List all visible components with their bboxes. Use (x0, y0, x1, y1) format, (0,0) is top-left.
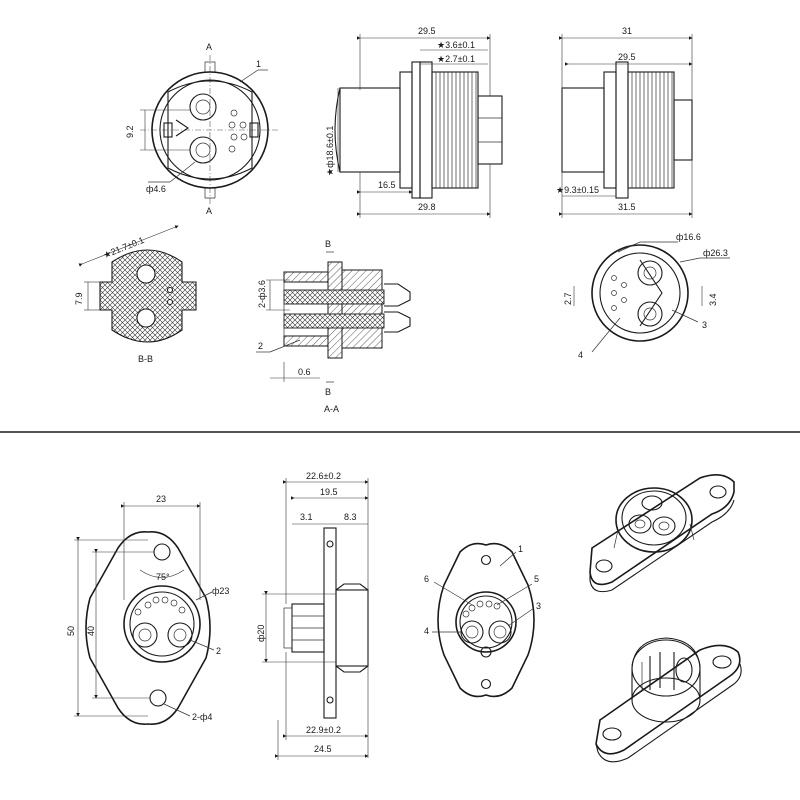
dim-star-9-3: ★9.3±0.15 (556, 185, 599, 195)
dim-24-5: 24.5 (314, 744, 332, 754)
pin-callout-view: 1 6 5 3 4 (424, 542, 541, 698)
dim-diameter-23: ф23 (212, 586, 229, 596)
dim-0-6: 0.6 (298, 367, 311, 377)
section-a-a: B B 2-ф3.6 2 0.6 A-A (256, 239, 411, 414)
callout-2-top: 2 (258, 341, 263, 351)
callout-4-top: 4 (578, 350, 583, 360)
section-marker-a-top: A (206, 42, 212, 52)
dim-8-3: 8.3 (344, 512, 357, 522)
dim-diameter-20: ф20 (256, 625, 266, 642)
side-view-b: 31 29.5 ★9.3±0.15 31.5 (556, 26, 693, 218)
isometric-view-front (589, 474, 735, 593)
dim-29-8: 29.8 (418, 202, 436, 212)
dim-29-5-a: 29.5 (418, 26, 436, 36)
dim-3-4: 3.4 (708, 293, 718, 306)
dim-pin-diameter: ф4.6 (146, 184, 166, 194)
pin-callout-6: 6 (424, 574, 429, 584)
side-view-a: 29.5 ★3.6±0.1 ★2.7±0.1 ★ф18.6±0.1 16.5 2… (325, 26, 503, 218)
dim-2-holes-diameter-4: 2-ф4 (192, 712, 212, 722)
dim-31-5: 31.5 (618, 202, 636, 212)
dim-2-7: 2.7 (563, 292, 573, 305)
dim-16-5: 16.5 (378, 180, 396, 190)
dim-7-9: 7.9 (74, 292, 84, 305)
dim-40-spacing: 40 (86, 626, 96, 636)
dim-star-diameter-18-6: ★ф18.6±0.1 (325, 126, 335, 176)
section-b-b: ★21.7±0.1 7.9 B-B (74, 225, 197, 364)
isometric-view-angled (595, 637, 742, 763)
dim-diameter-26-3: ф26.3 (703, 248, 728, 258)
pin-callout-3: 3 (536, 601, 541, 611)
label-b-b: B-B (138, 354, 153, 364)
section-marker-a-bottom: A (206, 206, 212, 216)
rear-view: ф16.6 ф26.3 2.7 3.4 3 4 (563, 232, 730, 360)
dim-29-5-b: 29.5 (618, 52, 636, 62)
section-marker-b-top: B (325, 239, 331, 249)
flange-side-view: 22.6±0.2 19.5 3.1 8.3 ф20 22.9±0.2 24.5 (256, 471, 369, 760)
dim-3-1: 3.1 (300, 512, 313, 522)
dim-star-2-7: ★2.7±0.1 (437, 54, 475, 64)
section-marker-b-bottom: B (325, 387, 331, 397)
flange-front-view: 23 50 40 75° ф23 2 2-ф4 (66, 494, 229, 725)
dim-50-height: 50 (66, 626, 76, 636)
dim-19-5: 19.5 (320, 487, 338, 497)
callout-1-top: 1 (256, 59, 261, 69)
label-a-a: A-A (324, 404, 339, 414)
callout-3-top: 3 (702, 320, 707, 330)
pin-callout-4: 4 (424, 626, 429, 636)
dim-9-2: 9.2 (125, 125, 135, 138)
pin-callout-1: 1 (518, 544, 523, 554)
dim-22-9: 22.9±0.2 (306, 725, 341, 735)
dim-23-width: 23 (156, 494, 166, 504)
dim-22-6: 22.6±0.2 (306, 471, 341, 481)
callout-2-bottom: 2 (216, 646, 221, 656)
dim-star-3-6: ★3.6±0.1 (437, 40, 475, 50)
dim-diameter-16-6: ф16.6 (676, 232, 701, 242)
dim-75-degree: 75° (156, 572, 170, 582)
dim-31-top: 31 (622, 26, 632, 36)
pin-callout-5: 5 (534, 574, 539, 584)
dim-2-pin-diameter: 2-ф3.6 (257, 280, 267, 308)
front-view: A A 1 9.2 ф4.6 (125, 42, 280, 216)
